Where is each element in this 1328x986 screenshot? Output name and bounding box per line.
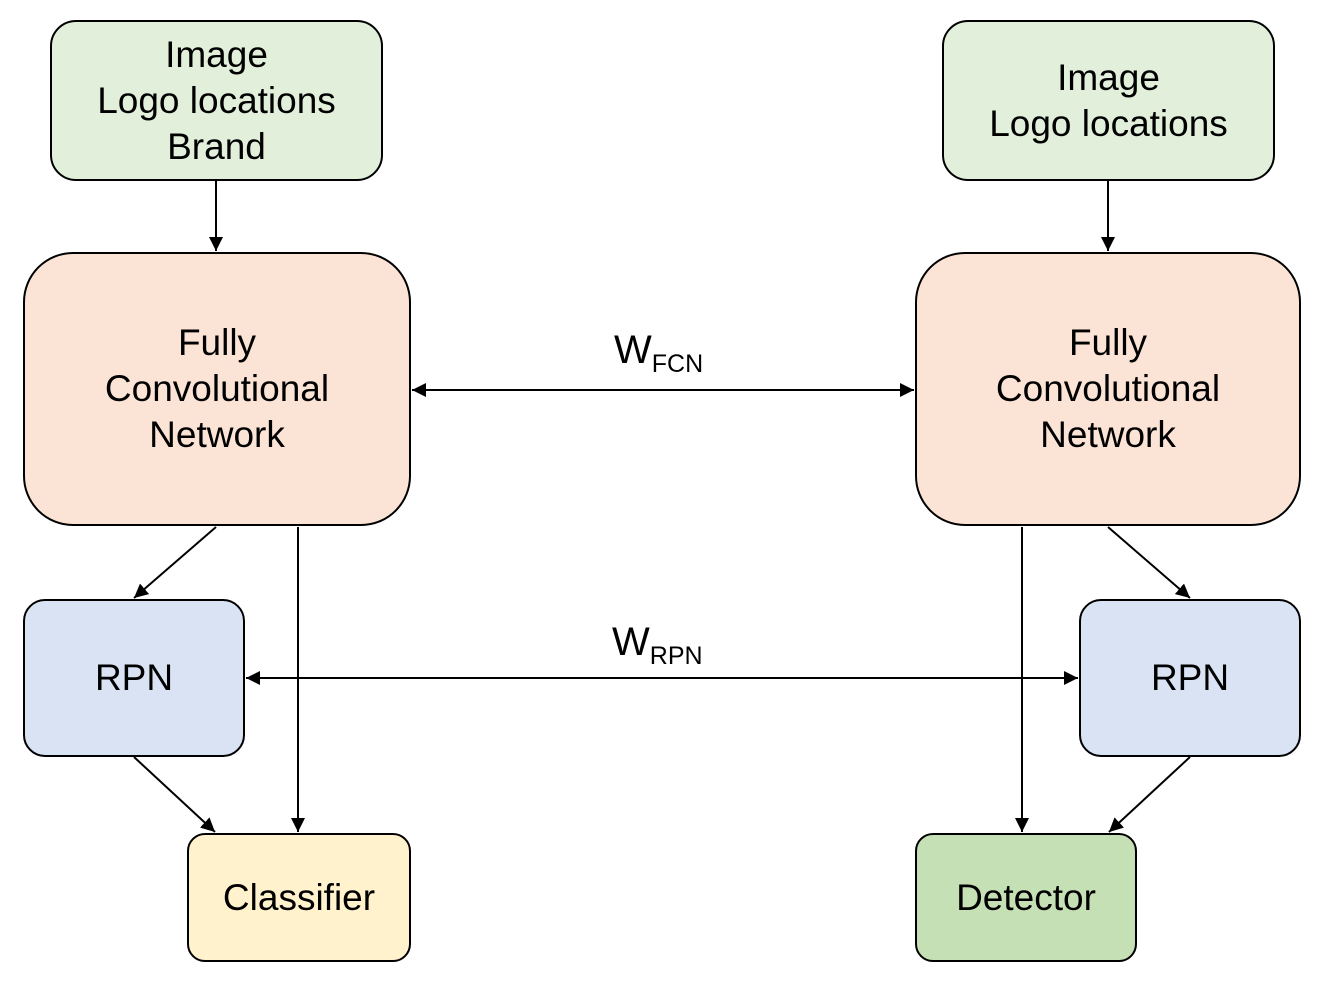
fcn-node-right: Fully Convolutional Network — [915, 252, 1301, 526]
fcn-right-line-3: Network — [1040, 414, 1176, 455]
rpn-weights-symbol: W — [612, 620, 650, 664]
input-right-line-image: Image — [1057, 56, 1160, 98]
rpn-shared-weights-label: WRPN — [612, 622, 703, 676]
input-right-line-logo-locations: Logo locations — [989, 102, 1228, 144]
fcn-weights-symbol: W — [614, 328, 652, 372]
detector-node: Detector — [915, 833, 1137, 962]
rpn-weights-subscript: RPN — [649, 642, 703, 670]
detector-label: Detector — [956, 876, 1096, 918]
rpn-left-label: RPN — [94, 657, 174, 698]
fcn-right-line-1: Fully — [1068, 322, 1148, 363]
fcn-left-line-2: Convolutional — [104, 368, 330, 409]
rpn-node-left: RPN — [23, 599, 245, 757]
fcn-left-line-1: Fully — [177, 322, 257, 363]
fcn-shared-weights-label: WFCN — [614, 330, 703, 384]
input-left-line-brand: Brand — [167, 125, 266, 167]
fcn-right-line-2: Convolutional — [995, 368, 1221, 409]
input-left-line-image: Image — [165, 33, 268, 75]
input-left-line-logo-locations: Logo locations — [97, 79, 336, 121]
edge-rpn-left-to-classifier — [133, 756, 216, 833]
classifier-label: Classifier — [222, 876, 376, 918]
fcn-weights-subscript: FCN — [651, 350, 704, 378]
fcn-node-left: Fully Convolutional Network — [23, 252, 411, 526]
classifier-node: Classifier — [187, 833, 411, 962]
rpn-right-label: RPN — [1150, 657, 1230, 698]
edge-rpn-right-to-detector — [1108, 756, 1191, 833]
edge-fcn-left-to-rpn-left — [133, 526, 217, 599]
rpn-node-right: RPN — [1079, 599, 1301, 757]
edge-fcn-right-to-rpn-right — [1107, 526, 1191, 599]
input-node-left: Image Logo locations Brand — [50, 20, 383, 181]
input-node-right: Image Logo locations — [942, 20, 1275, 181]
fcn-left-line-3: Network — [149, 414, 285, 455]
